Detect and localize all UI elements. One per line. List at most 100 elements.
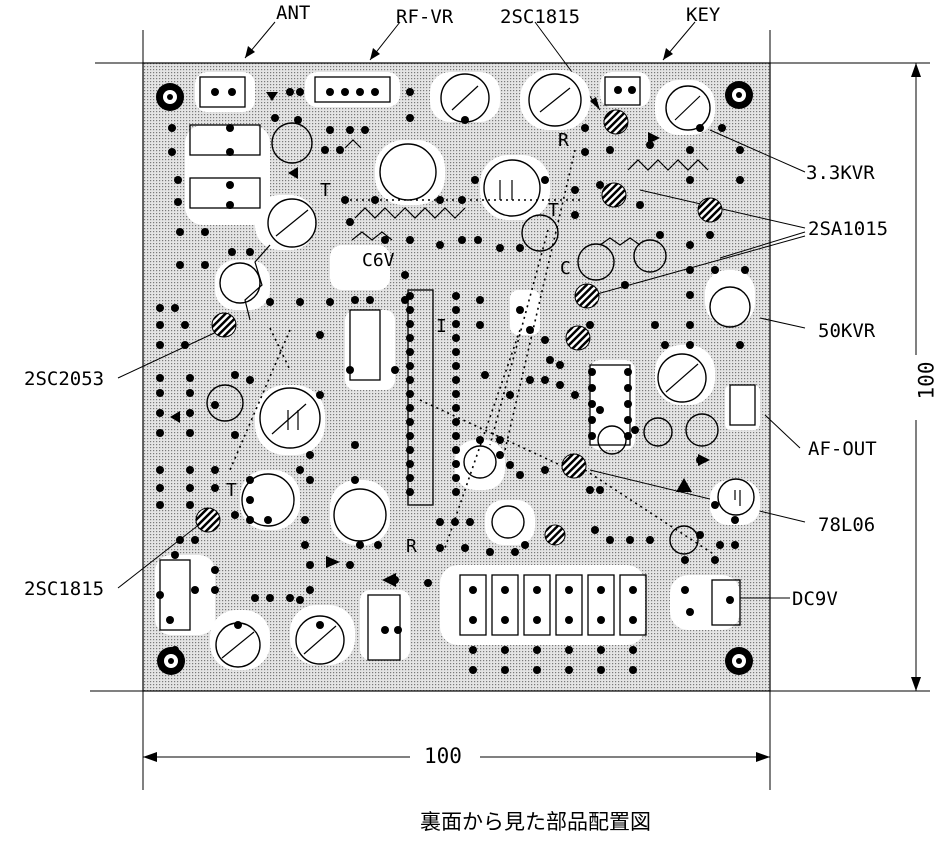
solder-pad	[234, 621, 242, 629]
solder-pad	[271, 114, 279, 122]
solder-pad	[533, 666, 541, 674]
solder-pad	[686, 321, 694, 329]
dimension-height: 100	[914, 361, 937, 400]
solder-pad	[406, 306, 414, 314]
solder-pad	[346, 561, 354, 569]
solder-pad	[406, 418, 414, 426]
solder-pad	[174, 198, 182, 206]
solder-pad	[341, 196, 349, 204]
solder-pad	[588, 400, 596, 408]
solder-pad	[326, 298, 334, 306]
solder-pad	[629, 646, 637, 654]
solder-pad	[686, 146, 694, 154]
solder-pad	[191, 536, 199, 544]
solder-pad	[246, 476, 254, 484]
solder-pad	[452, 390, 460, 398]
solder-pad	[351, 441, 359, 449]
solder-pad	[596, 406, 604, 414]
solder-pad	[501, 586, 509, 594]
solder-pad	[246, 248, 254, 256]
solder-pad	[228, 248, 236, 256]
solder-pad	[406, 376, 414, 384]
solder-pad	[168, 148, 176, 156]
solder-pad	[286, 88, 294, 96]
solder-pad	[251, 594, 259, 602]
solder-pad	[346, 366, 354, 374]
solder-pad	[226, 148, 234, 156]
solder-pad	[156, 466, 164, 474]
solder-pad	[452, 404, 460, 412]
solder-pad	[266, 594, 274, 602]
board-mark-ic-pin: I	[436, 316, 447, 337]
solder-pad	[452, 474, 460, 482]
round-components	[206, 73, 755, 668]
dimension-arrows	[143, 63, 921, 762]
solder-pad	[181, 321, 189, 329]
solder-pad	[581, 124, 589, 132]
solder-pad	[586, 486, 594, 494]
board-mark-c6v: C6V	[362, 250, 395, 271]
solder-pad	[591, 526, 599, 534]
solder-pad	[424, 579, 432, 587]
solder-pad	[624, 384, 632, 392]
solder-pad	[736, 176, 744, 184]
solder-pad	[696, 456, 704, 464]
solder-pad	[231, 371, 239, 379]
solder-pad	[186, 466, 194, 474]
solder-pad	[186, 374, 194, 382]
solder-pad	[458, 196, 466, 204]
solder-pad	[651, 321, 659, 329]
solder-pad	[486, 548, 494, 556]
solder-pad	[406, 446, 414, 454]
solder-pad	[436, 241, 444, 249]
solder-pad	[452, 418, 460, 426]
solder-pad	[476, 321, 484, 329]
solder-pad	[469, 586, 477, 594]
solder-pad	[356, 541, 364, 549]
solder-pad	[296, 298, 304, 306]
solder-pad	[156, 429, 164, 437]
solder-pad	[533, 586, 541, 594]
label-dc9v: DC9V	[792, 588, 838, 610]
solder-pad	[686, 608, 694, 616]
solder-pad	[597, 646, 605, 654]
solder-pad	[186, 484, 194, 492]
solder-pad	[381, 236, 389, 244]
solder-pad	[629, 586, 637, 594]
solder-pad	[636, 201, 644, 209]
solder-pad	[452, 432, 460, 440]
solder-pad	[306, 561, 314, 569]
solder-pad	[156, 389, 164, 397]
solder-pad	[466, 518, 474, 526]
solder-pad	[452, 488, 460, 496]
solder-pad	[629, 616, 637, 624]
label-2sc2053: 2SC2053	[24, 368, 105, 390]
solder-pad	[624, 368, 632, 376]
solder-pad	[614, 86, 622, 94]
board-mark-t1: T	[320, 180, 331, 201]
solder-pad	[176, 228, 184, 236]
solder-pad	[736, 146, 744, 154]
solder-pad	[606, 536, 614, 544]
solder-pad	[452, 292, 460, 300]
solder-pad	[406, 334, 414, 342]
solder-pad	[406, 474, 414, 482]
solder-pad	[391, 576, 399, 584]
solder-pad	[506, 461, 514, 469]
solder-pad	[326, 126, 334, 134]
solder-pad	[296, 596, 304, 604]
solder-pad	[406, 88, 414, 96]
solder-pad	[351, 476, 359, 484]
solder-pad	[533, 646, 541, 654]
solder-pad	[211, 88, 219, 96]
solder-pad	[624, 416, 632, 424]
solder-pad	[686, 341, 694, 349]
solder-pad	[588, 432, 596, 440]
solder-pad	[661, 341, 669, 349]
solder-pad	[361, 126, 369, 134]
solder-pad	[476, 296, 484, 304]
solder-pad	[496, 436, 504, 444]
solder-pad	[646, 536, 654, 544]
solder-pad	[401, 296, 409, 304]
